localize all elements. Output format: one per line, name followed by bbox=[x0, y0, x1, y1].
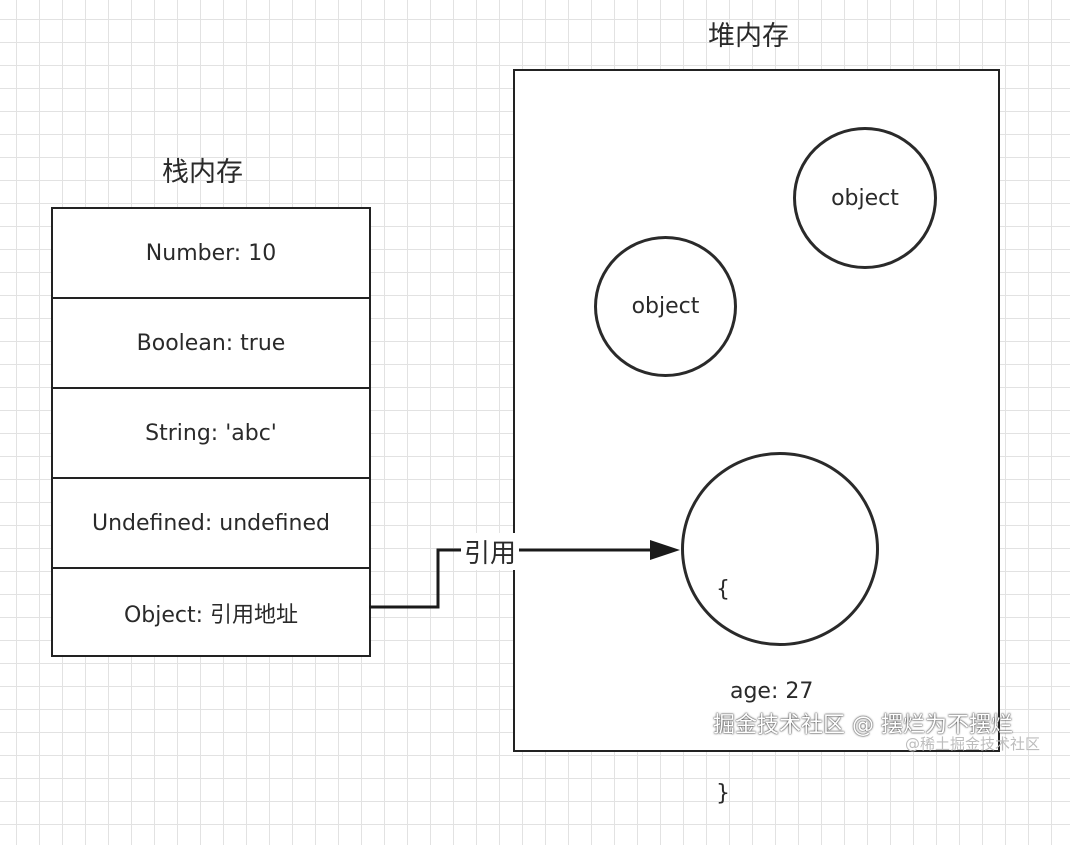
reference-arrow-head bbox=[650, 540, 680, 560]
stack-memory-box: Number: 10 Boolean: true String: 'abc' U… bbox=[51, 207, 371, 657]
reference-label: 引用 bbox=[461, 533, 520, 570]
object-close-brace: } bbox=[716, 781, 730, 806]
stack-cell-undefined: Undefined: undefined bbox=[53, 479, 369, 569]
watermark: 掘金技术社区 @ 摆烂为不摆烂 bbox=[713, 713, 1013, 738]
stack-cell-number: Number: 10 bbox=[53, 209, 369, 299]
object-field: age: 27 bbox=[716, 679, 814, 704]
heap-memory-title: 堆内存 bbox=[708, 21, 789, 52]
object-open-brace: { bbox=[716, 577, 730, 602]
heap-object-circle: object bbox=[594, 236, 737, 377]
stack-cell-boolean: Boolean: true bbox=[53, 299, 369, 389]
stack-cell-string: String: 'abc' bbox=[53, 389, 369, 479]
watermark-sub: @稀土掘金技术社区 bbox=[905, 735, 1041, 753]
stack-cell-object: Object: 引用地址 bbox=[123, 603, 299, 628]
referenced-object-content: { age: 27 } bbox=[716, 505, 813, 845]
reference-arrow-line bbox=[369, 545, 667, 609]
reference-arrow bbox=[369, 540, 680, 609]
heap-object-circle: object bbox=[793, 127, 937, 269]
referenced-object-circle bbox=[681, 452, 879, 646]
stack-memory-title: 栈内存 bbox=[162, 157, 243, 188]
